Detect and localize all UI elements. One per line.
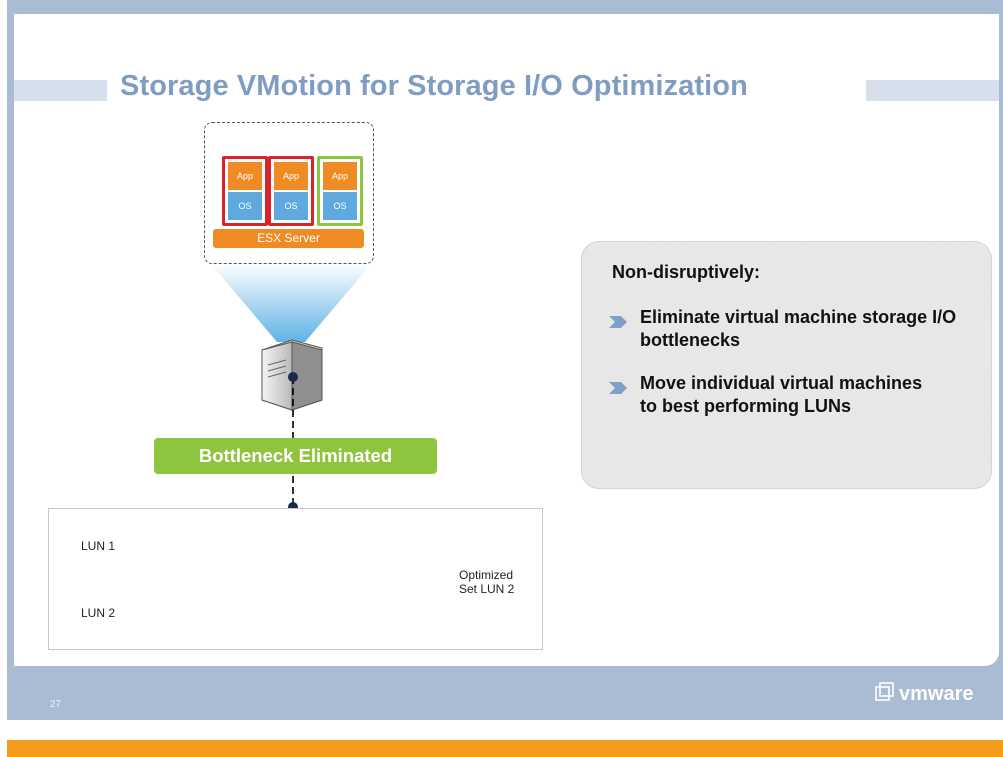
callout-heading: Non-disruptively: — [612, 262, 761, 282]
bottleneck-status-label: Bottleneck Eliminated — [154, 438, 437, 474]
connector-dot-top — [288, 372, 298, 382]
connection-beam — [210, 263, 372, 342]
lun2-label: LUN 2 — [81, 606, 116, 620]
lun1-label: LUN 1 — [81, 539, 116, 553]
vm-1: App OS — [222, 156, 268, 226]
server-tower-icon — [261, 339, 323, 411]
title-decor-left — [14, 80, 107, 101]
callout-bullet-2: Move individual virtual machines to best… — [640, 373, 923, 416]
vm-app-label: App — [274, 162, 308, 190]
optimized-label-line1: Optimized — [459, 568, 514, 582]
title-decor-right — [866, 80, 999, 101]
callout-box — [581, 241, 992, 489]
vm-app-label: App — [323, 162, 357, 190]
vm-app-label: App — [228, 162, 262, 190]
slide-title: Storage VMotion for Storage I/O Optimiza… — [120, 70, 748, 102]
vmware-logo-text: vmware — [899, 683, 974, 705]
callout-bullet-1: Eliminate virtual machine storage I/O bo… — [640, 307, 957, 350]
vm-os-label: OS — [274, 192, 308, 220]
optimized-label-line2: Set LUN 2 — [459, 582, 515, 596]
page-number: 27 — [50, 699, 62, 710]
vm-os-label: OS — [228, 192, 262, 220]
orange-footer-bar — [7, 740, 1003, 757]
vmware-logo-icon — [875, 682, 894, 701]
vm-os-label: OS — [323, 192, 357, 220]
bullet-arrow-icon — [609, 382, 627, 394]
esx-server-label: ESX Server — [213, 229, 364, 248]
left-edge — [0, 0, 7, 757]
storage-box — [48, 508, 543, 650]
vm-3: App OS — [317, 156, 363, 226]
vm-2: App OS — [268, 156, 314, 226]
bullet-arrow-icon — [609, 316, 627, 328]
